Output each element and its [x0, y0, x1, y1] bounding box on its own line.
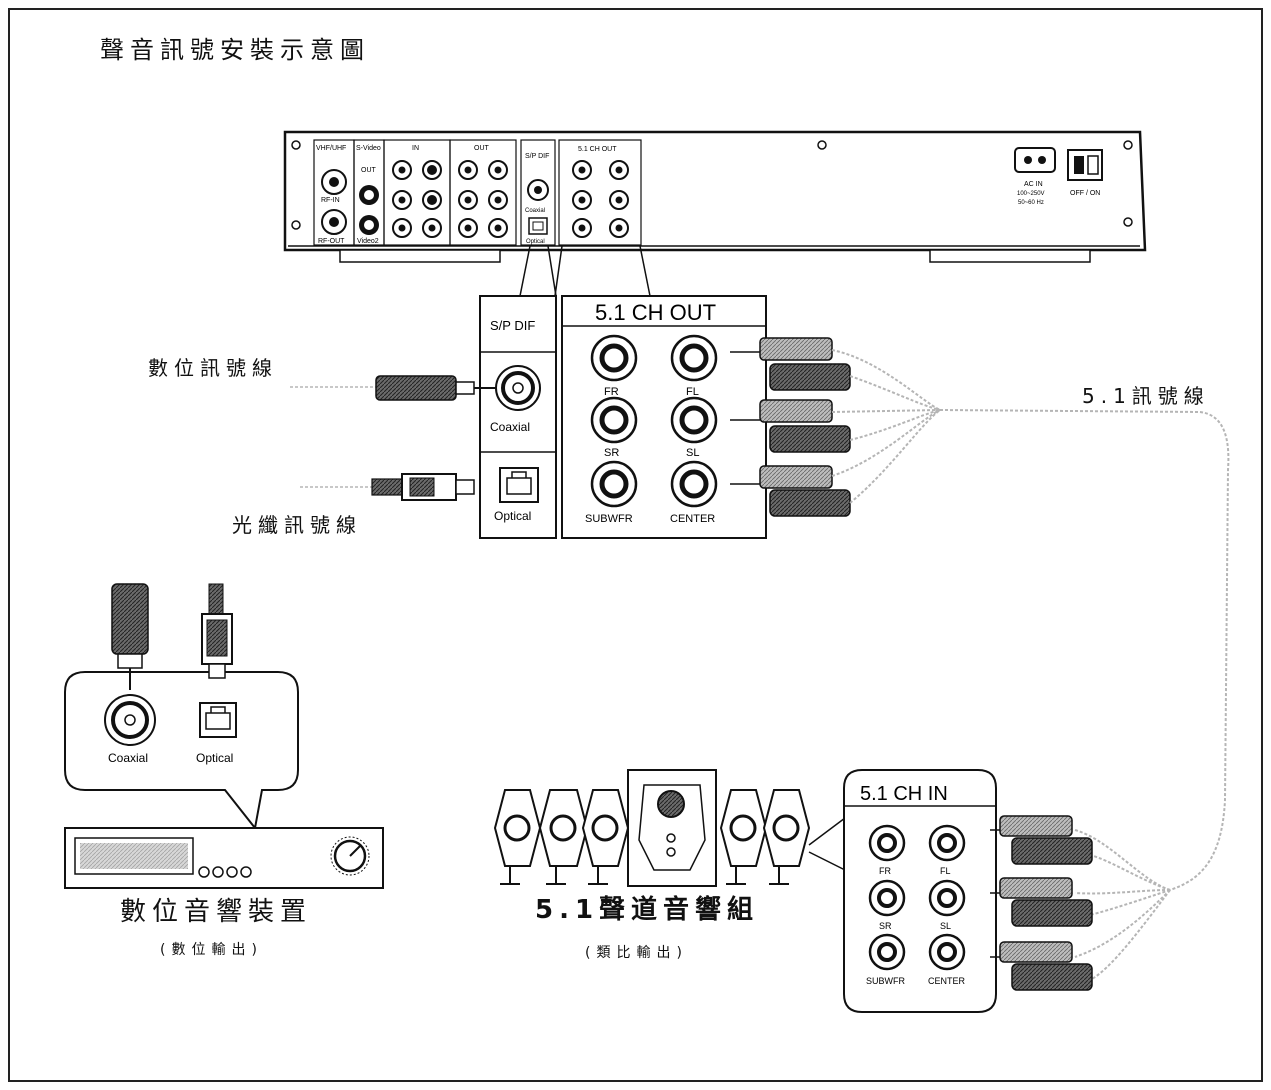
ch51-in-jack-subwfr: SUBWFR	[866, 976, 905, 986]
ch51-out-jack-center: CENTER	[670, 513, 715, 525]
ch51-in-jack-fr: FR	[879, 866, 891, 876]
digital-device-sub: (數位輸出)	[160, 942, 263, 958]
digital-device-unit	[64, 827, 384, 889]
ch51-in-title: 5.1 CH IN	[860, 783, 948, 805]
panel-spdif-label: S/P DIF	[525, 153, 549, 160]
panel-out-label: OUT	[474, 145, 490, 152]
spdif-box-title: S/P DIF	[490, 318, 535, 333]
panel-51-out-label: 5.1 CH OUT	[578, 146, 617, 153]
panel-in-label: IN	[412, 145, 419, 152]
digital-device-coaxial: Coaxial	[108, 751, 148, 765]
panel-ac-volt-label: 100~250V	[1017, 191, 1045, 197]
panel-ac-freq-label: 50~60 Hz	[1018, 200, 1044, 206]
rca-plugs-in	[999, 815, 1093, 991]
label-digital-cable: 數位訊號線	[148, 356, 278, 380]
panel-vhf-uhf-label: VHF/UHF	[316, 145, 346, 152]
panel-rf-in-label: RF-IN	[321, 197, 340, 204]
diagram-frame	[8, 8, 1263, 1082]
ch51-in-box: 5.1 CH IN FR FL SR SL SUBWFR CENTER	[843, 769, 1012, 1013]
digital-device-optical: Optical	[196, 751, 233, 765]
rca-plugs-out	[759, 337, 851, 517]
spdif-box-coaxial: Coaxial	[490, 420, 530, 434]
optical-plug	[300, 473, 475, 501]
ch51-out-jack-sr: SR	[604, 447, 619, 459]
callout-lines	[519, 245, 651, 297]
dvd-player: VHF/UHF RF-IN RF-OUT S-Video OUT Video2 …	[283, 130, 1147, 263]
digital-device-name: 數位音響裝置	[120, 897, 312, 927]
panel-power-switch-label: OFF / ON	[1070, 190, 1100, 197]
ch51-out-jack-fl: FL	[686, 386, 699, 398]
ch51-in-jack-center: CENTER	[928, 976, 966, 986]
panel-s-video-out-label: OUT	[361, 167, 377, 174]
ch51-out-jack-fr: FR	[604, 386, 619, 398]
ch51-out-jack-sl: SL	[686, 447, 699, 459]
spdif-box-optical: Optical	[494, 509, 531, 523]
panel-optical-label: Optical	[526, 239, 545, 245]
ch51-in-jack-sl: SL	[940, 921, 951, 931]
spdif-box: S/P DIF Coaxial Optical	[479, 295, 557, 539]
ch51-out-box: 5.1 CH OUT FR FL SR SL SUBWFR CENTER	[561, 295, 767, 539]
coaxial-plug	[290, 375, 496, 401]
digital-device-callout: Coaxial Optical	[64, 583, 299, 831]
page-title: 聲音訊號安裝示意圖	[100, 36, 370, 64]
cable-51	[831, 349, 1230, 981]
panel-rf-out-label: RF-OUT	[318, 238, 345, 245]
panel-video2-label: Video2	[357, 238, 379, 245]
ch51-out-jack-subwfr: SUBWFR	[585, 513, 633, 525]
ch51-in-jack-fl: FL	[940, 866, 951, 876]
panel-ac-in-label: AC IN	[1024, 181, 1043, 188]
label-cable-51: 5.1訊號線	[1082, 384, 1210, 408]
speaker-set-name: 5.1聲道音響組	[535, 894, 759, 925]
ch51-in-jack-sr: SR	[879, 921, 892, 931]
panel-s-video-label: S-Video	[356, 145, 381, 152]
panel-coaxial-label: Coaxial	[525, 208, 545, 214]
speaker-set	[493, 769, 846, 887]
label-optical-cable: 光纖訊號線	[232, 513, 362, 537]
speaker-set-sub: (類比輸出)	[585, 945, 688, 961]
ch51-out-title: 5.1 CH OUT	[595, 300, 716, 325]
